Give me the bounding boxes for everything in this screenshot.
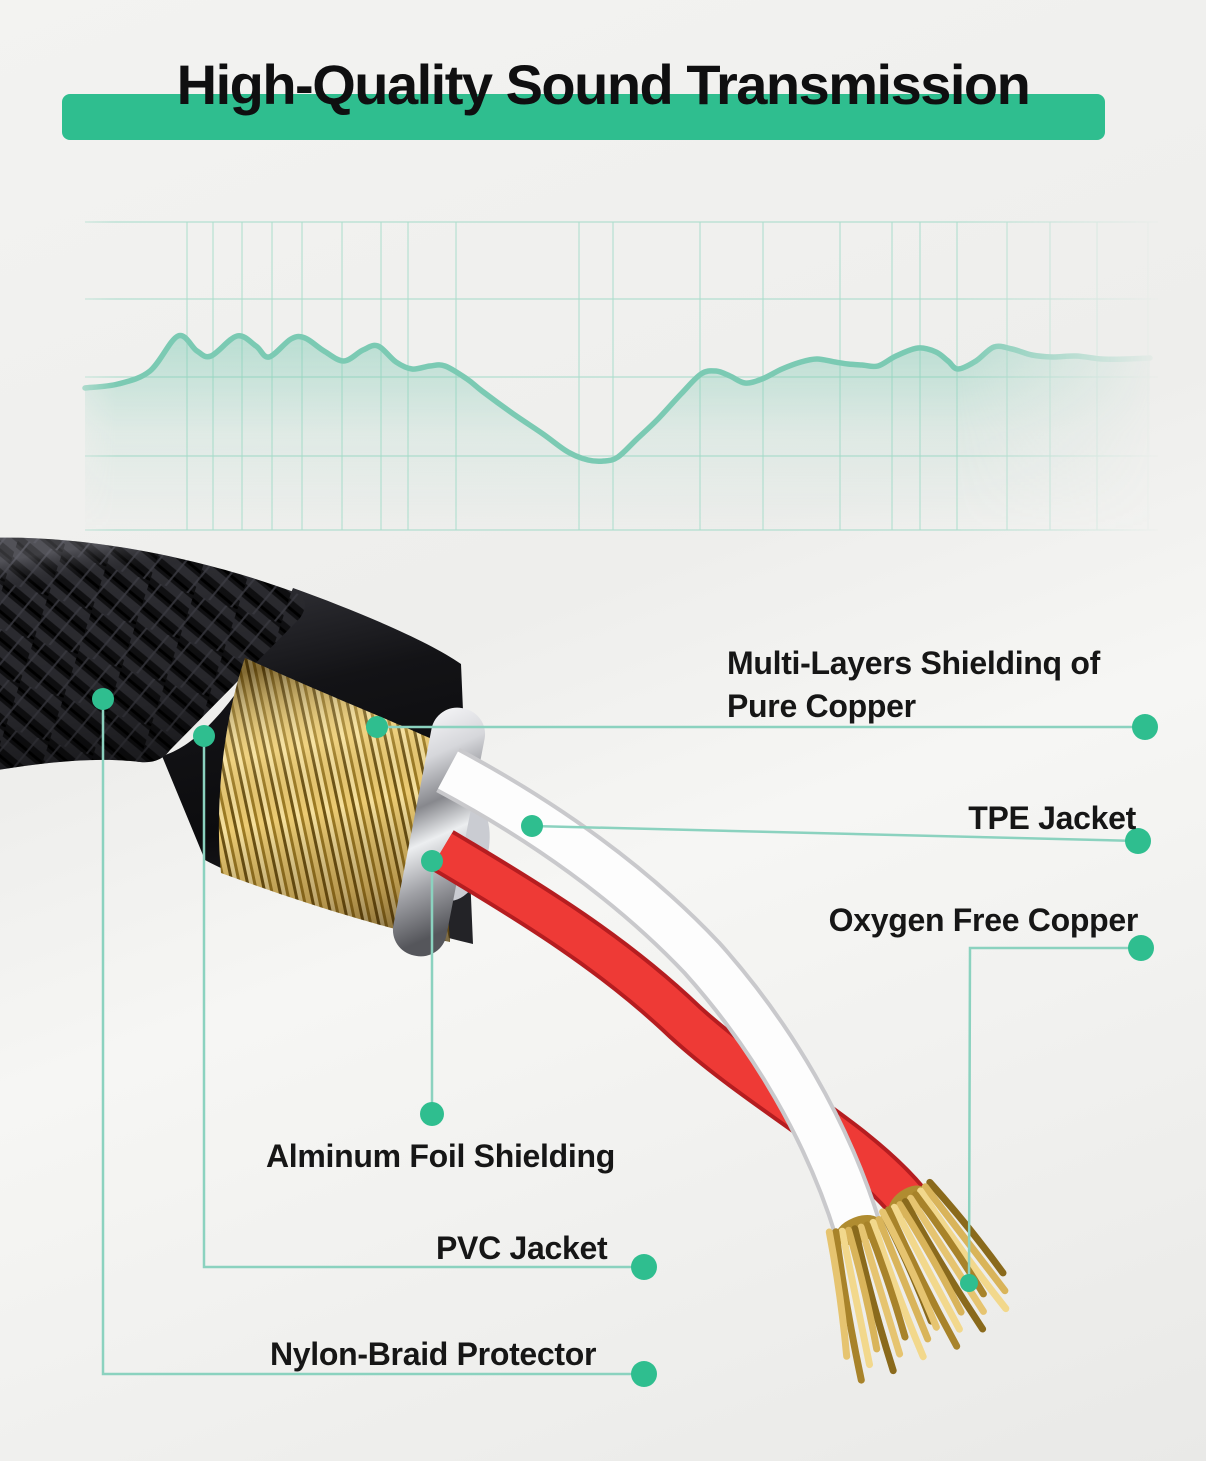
- connector-oxygen-copper-dot: [960, 1274, 978, 1292]
- copper-strand: [921, 1183, 1009, 1295]
- connector-aluminum-foil-dot: [420, 1102, 444, 1126]
- label-nylon-braid-protector: Nylon-Braid Protector: [270, 1336, 597, 1372]
- label-oxygen-free-copper: Oxygen Free Copper: [828, 902, 1139, 938]
- copper-strand: [890, 1203, 963, 1333]
- copper-strand: [869, 1218, 927, 1361]
- wave-line: [82, 332, 1153, 465]
- connector-pvc-jacket-dot: [193, 725, 215, 747]
- copper-strand: [851, 1225, 897, 1375]
- cable-photo: [0, 537, 1010, 1384]
- waveform-chart: [82, 221, 1158, 531]
- label-line-1: Multi-Layers Shieldinq of: [727, 645, 1100, 681]
- copper-strand: [926, 1178, 1007, 1277]
- connector-nylon-braid-dot: [92, 688, 114, 710]
- copper-strand: [917, 1187, 1010, 1313]
- connector-aluminum-foil-dot: [421, 850, 443, 872]
- connector-pvc-jacket-line: [202, 736, 644, 1269]
- copper-strand: [875, 1216, 932, 1343]
- connector-oxygen-copper-dot: [1128, 935, 1154, 961]
- connector-multi-layers-dot: [366, 716, 388, 738]
- connector-pvc-jacket-dot: [631, 1254, 657, 1280]
- callout-connectors: [92, 688, 1158, 1387]
- copper-strand: [845, 1226, 881, 1353]
- connector-tpe-jacket-dot: [1125, 828, 1151, 854]
- connector-tpe-jacket-dot: [521, 815, 543, 837]
- copper-strand: [838, 1227, 873, 1369]
- connector-oxygen-copper-line: [967, 946, 1141, 1284]
- connector-tpe-jacket-line: [531, 824, 1139, 843]
- braid-shading: [0, 537, 305, 770]
- copper-strand: [857, 1223, 904, 1358]
- wave-area: [85, 335, 1150, 530]
- label-aluminum-foil-shielding: Alminum Foil Shielding: [266, 1138, 615, 1174]
- copper-strand-bundles: [825, 1178, 1010, 1384]
- connector-nylon-braid-dot: [631, 1361, 657, 1387]
- copper-strand: [863, 1221, 909, 1341]
- copper-strand: [832, 1228, 865, 1384]
- title-highlight-bar: [62, 94, 1105, 140]
- page-title: High-Quality Sound Transmission: [176, 53, 1031, 116]
- copper-shading: [218, 658, 450, 942]
- copper-strand: [907, 1194, 987, 1315]
- copper-strand: [825, 1228, 851, 1360]
- label-pvc-jacket: PVC Jacket: [436, 1230, 608, 1266]
- label-line-2: Pure Copper: [727, 688, 916, 724]
- connector-multi-layers-dot: [1132, 714, 1158, 740]
- copper-strand: [901, 1198, 987, 1333]
- label-tpe-jacket: TPE Jacket: [968, 800, 1136, 836]
- copper-strand: [896, 1201, 965, 1316]
- connector-nylon-braid-line: [101, 699, 644, 1376]
- label-multi-layers-shielding: Multi-Layers Shieldinq of Pure Copper: [727, 642, 1100, 728]
- copper-strand: [879, 1208, 940, 1331]
- copper-strand: [885, 1206, 961, 1350]
